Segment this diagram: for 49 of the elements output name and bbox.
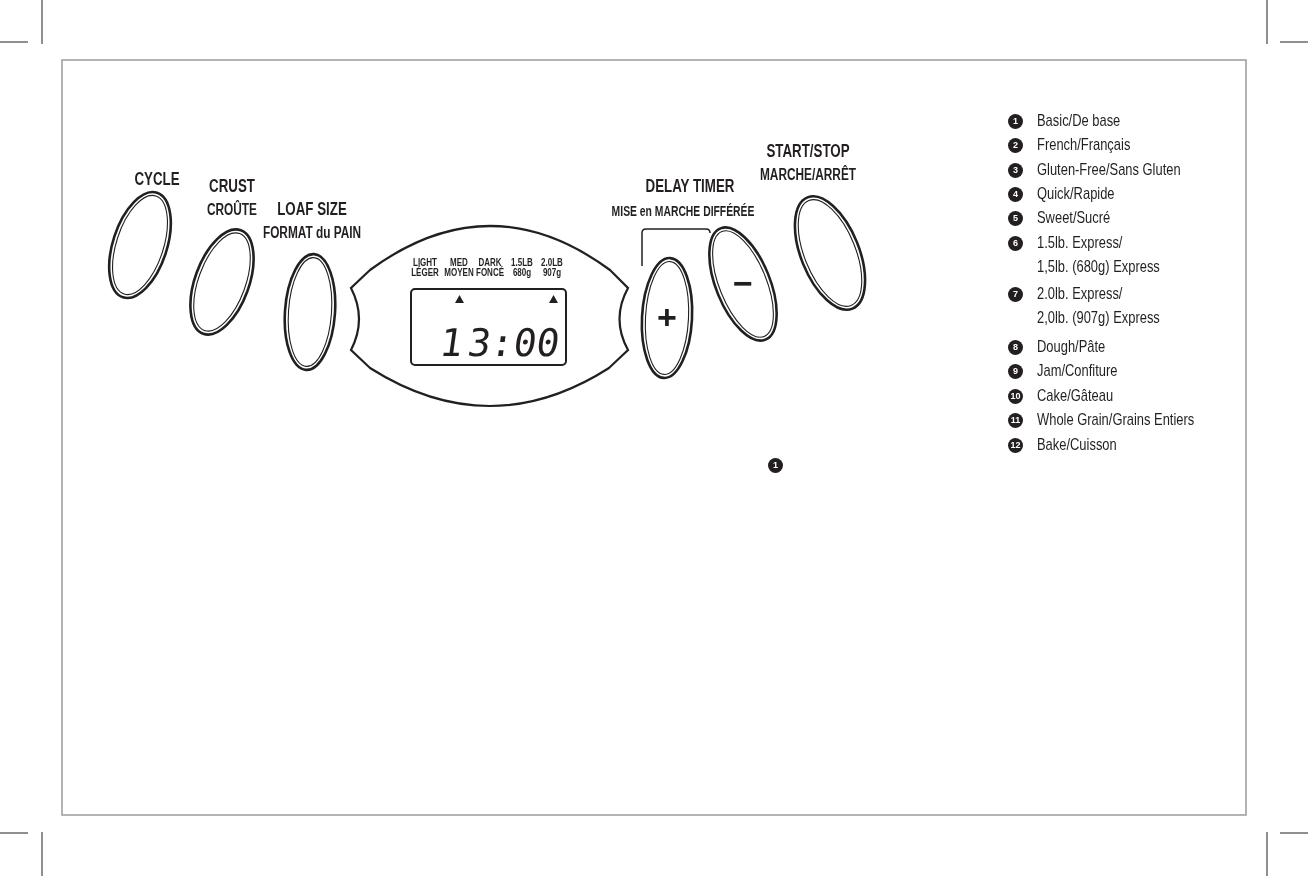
indicator-label: MOYEN [444,268,474,278]
lcd-screen [410,288,567,366]
button-label: START/STOP [766,140,850,163]
section-label: DELAY TIMER [645,175,735,198]
number-badge: 4 [1008,187,1023,202]
button-label: CROÛTE [207,199,257,220]
indicator-label: 907g [542,268,562,278]
program-name: Quick/Rapide [1037,183,1115,205]
program-name: Gluten-Free/Sans Gluten [1037,159,1181,181]
lcd-digits: 1 [437,323,466,363]
number-badge: 1 [768,458,783,473]
number-badge: 11 [1008,413,1023,428]
number-badge: 12 [1008,438,1023,453]
number-badge: 8 [1008,340,1023,355]
program-name: French/Français [1037,134,1131,156]
number-badge: 10 [1008,389,1023,404]
button-label: CRUST [209,175,255,198]
program-name: 2.0lb. Express/ 2,0lb. (907g) Express [1037,283,1160,329]
indicator-label: DARK [478,258,502,268]
program-name: Bake/Cuisson [1037,434,1117,456]
indicator-label: LIGHT [413,258,437,268]
number-badge: 1 [1008,114,1023,129]
program-name: Jam/Confiture [1037,360,1118,382]
number-badge: 7 [1008,287,1023,302]
indicator-label: FONCÉ [476,268,504,278]
indicator-label: 680g [512,268,532,278]
number-badge: 2 [1008,138,1023,153]
indicator-label: MED [450,258,468,268]
button-label: LOAF SIZE [277,198,347,221]
button-label: FORMAT du PAIN [262,223,362,243]
number-badge: 6 [1008,236,1023,251]
button-label: CYCLE [134,168,180,191]
program-name: 1.5lb. Express/ 1,5lb. (680g) Express [1037,232,1160,278]
number-badge: 5 [1008,211,1023,226]
program-name: Whole Grain/Grains Entiers [1037,409,1195,431]
indicator-label: LÉGER [411,268,439,278]
indicator-label: 1.5LB [511,258,533,268]
program-name: Sweet/Sucré [1037,207,1111,229]
number-badge: 3 [1008,163,1023,178]
button-symbol: − [733,266,753,300]
indicator-label: 2.0LB [541,258,563,268]
button-symbol: + [657,300,677,334]
lcd-digits: 3:00 [465,323,563,363]
section-label: MISE en MARCHE DIFFÉRÉE [611,202,755,221]
button-label: MARCHE/ARRÊT [760,164,856,185]
number-badge: 9 [1008,364,1023,379]
program-name: Cake/Gâteau [1037,385,1114,407]
program-name: Dough/Pâte [1037,336,1106,358]
program-name: Basic/De base [1037,110,1121,132]
